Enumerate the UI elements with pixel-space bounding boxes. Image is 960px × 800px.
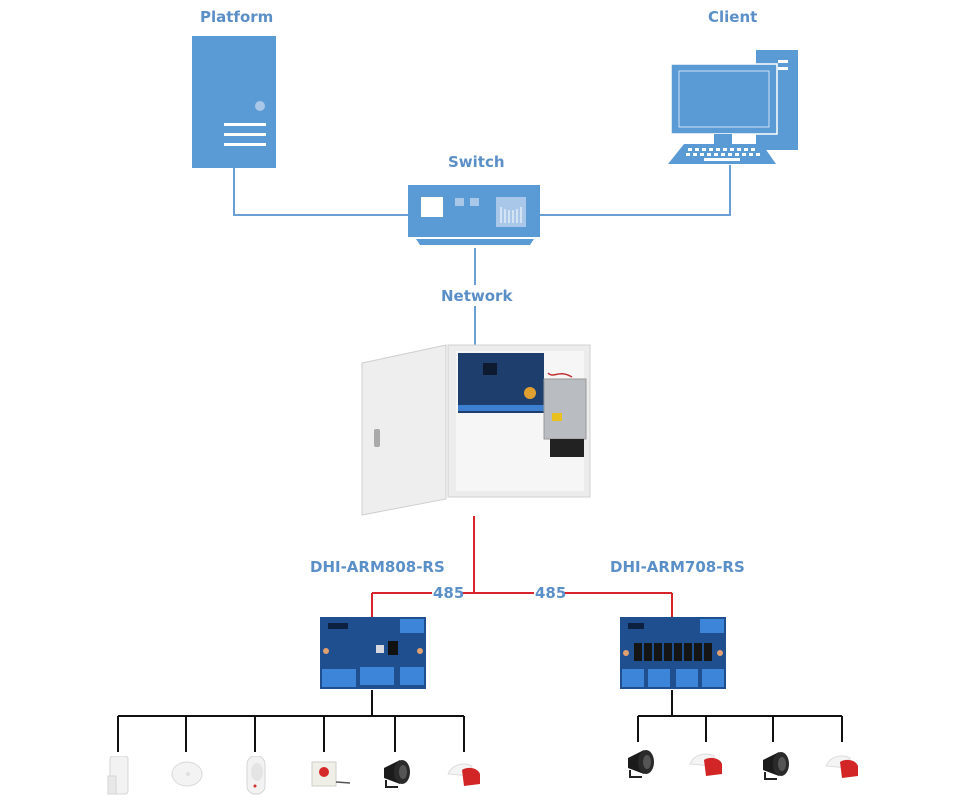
siren-icon: [763, 752, 789, 780]
server-icon: [192, 36, 276, 168]
ceiling-detector-icon: [171, 761, 203, 787]
module-left-label: DHI-ARM808-RS: [310, 558, 445, 576]
pir-detector-icon: [107, 756, 129, 795]
panic-button-icon: [311, 761, 351, 787]
strobe-siren-icon: [825, 755, 858, 778]
alarm-control-panel-icon: [361, 344, 591, 516]
module-right-label: DHI-ARM708-RS: [610, 558, 745, 576]
strobe-siren-icon: [447, 763, 480, 786]
bus-left-label: 485: [433, 584, 465, 602]
siren-icon: [628, 750, 654, 778]
strobe-siren-icon: [689, 753, 722, 776]
platform-label: Platform: [200, 8, 274, 26]
network-switch-icon: [408, 185, 540, 245]
switch-label: Switch: [448, 153, 505, 171]
platform-switch-link: [233, 168, 410, 216]
siren-icon: [384, 760, 410, 788]
relay-module-icon: [620, 617, 726, 689]
client-switch-link: [540, 165, 731, 216]
expansion-module-icon: [320, 617, 426, 689]
client-label: Client: [708, 8, 758, 26]
desktop-computer-icon: [668, 50, 798, 164]
bus-right-label: 485: [535, 584, 567, 602]
network-label: Network: [441, 287, 513, 305]
curtain-detector-icon: [246, 756, 266, 795]
